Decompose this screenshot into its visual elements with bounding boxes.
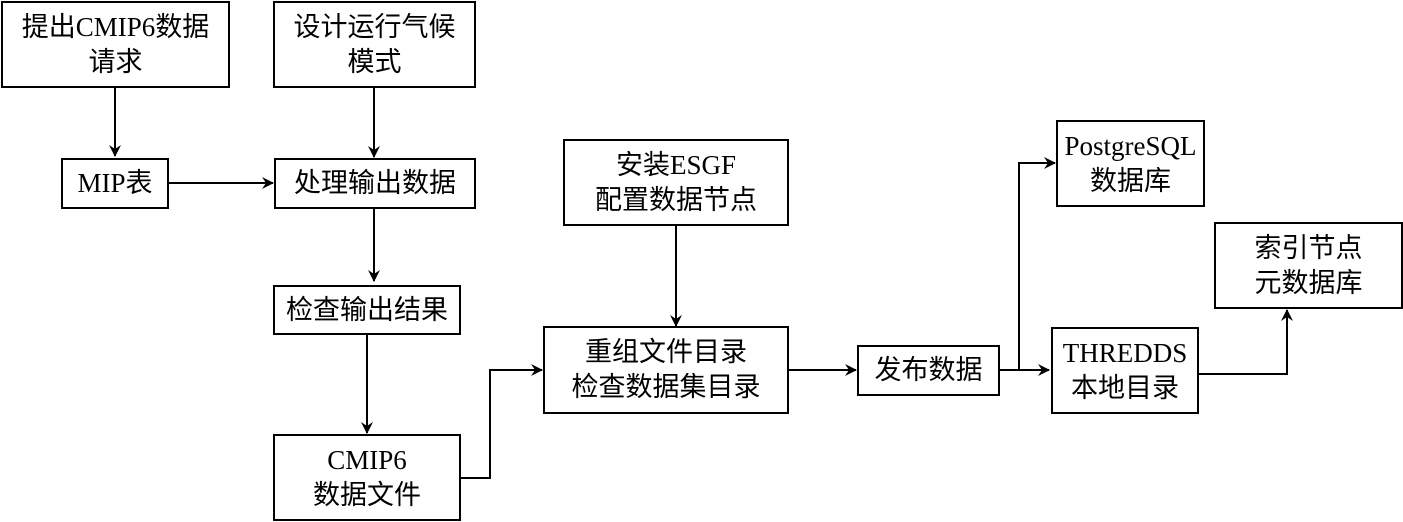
node-label-line: 处理输出数据 [294, 168, 456, 198]
node-label-line: 发布数据 [874, 355, 983, 385]
node-cmip6-data-files: CMIP6 数据文件 [273, 434, 461, 521]
node-label-line: PostgreSQL [1064, 130, 1197, 161]
node-postgresql-database: PostgreSQL 数据库 [1056, 120, 1205, 207]
node-thredds-local-catalog: THREDDS 本地目录 [1051, 327, 1199, 414]
edge-thredds-to-index-node [1199, 309, 1293, 375]
node-check-output-results: 检查输出结果 [273, 285, 461, 335]
node-label-line: 请求 [88, 46, 143, 77]
node-label-line: 设计运行气候 [293, 11, 456, 42]
node-label-line: 检查数据集目录 [571, 372, 761, 402]
edge-publish-to-postgresql [1000, 157, 1056, 371]
node-label-line: 安装ESGF [615, 149, 737, 180]
node-label-line: 索引节点 [1254, 232, 1363, 263]
node-cmip6-data-request: 提出CMIP6数据 请求 [1, 1, 230, 88]
node-label-line: CMIP6 [327, 444, 407, 475]
edge-cmip6-files-to-reorganize [461, 364, 543, 479]
node-publish-data: 发布数据 [857, 345, 1000, 396]
node-process-output-data: 处理输出数据 [274, 158, 476, 209]
node-label-line: 数据文件 [313, 479, 421, 510]
node-label-line: MIP表 [77, 168, 153, 198]
node-design-climate-model: 设计运行气候 模式 [273, 1, 476, 88]
node-label-line: 重组文件目录 [585, 337, 747, 367]
node-mip-table: MIP表 [61, 158, 169, 209]
node-label-line: 检查输出结果 [286, 294, 448, 325]
node-label-line: 本地目录 [1071, 372, 1179, 403]
node-index-metadata-database: 索引节点 元数据库 [1214, 222, 1403, 309]
node-install-esgf: 安装ESGF 配置数据节点 [563, 139, 789, 226]
node-label-line: 数据库 [1090, 165, 1171, 196]
node-reorganize-directories: 重组文件目录 检查数据集目录 [543, 326, 789, 414]
node-label-line: THREDDS [1062, 337, 1188, 368]
node-label-line: 元数据库 [1254, 267, 1363, 298]
node-label-line: 提出CMIP6数据 [21, 11, 210, 42]
node-label-line: 模式 [347, 46, 402, 77]
node-label-line: 配置数据节点 [595, 184, 757, 215]
